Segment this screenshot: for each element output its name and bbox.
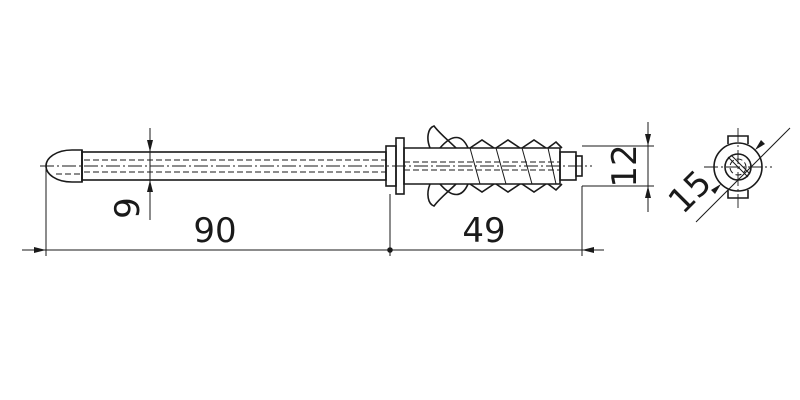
sleeve-ribs <box>439 136 563 196</box>
sleeve-wing-top <box>427 125 457 149</box>
sleeve-body <box>403 147 561 185</box>
dim-text-90: 90 <box>193 211 236 251</box>
dim-line-15 <box>695 127 791 223</box>
dim-text-12: 12 <box>605 144 645 187</box>
side-view <box>40 125 592 207</box>
end-view <box>695 127 791 223</box>
dim-text-15: 15 <box>661 163 720 222</box>
dim-text-49: 49 <box>462 211 505 251</box>
dim-text-9: 9 <box>108 197 148 219</box>
sleeve-wing-bottom <box>427 183 457 207</box>
dimension-lines <box>22 122 654 256</box>
